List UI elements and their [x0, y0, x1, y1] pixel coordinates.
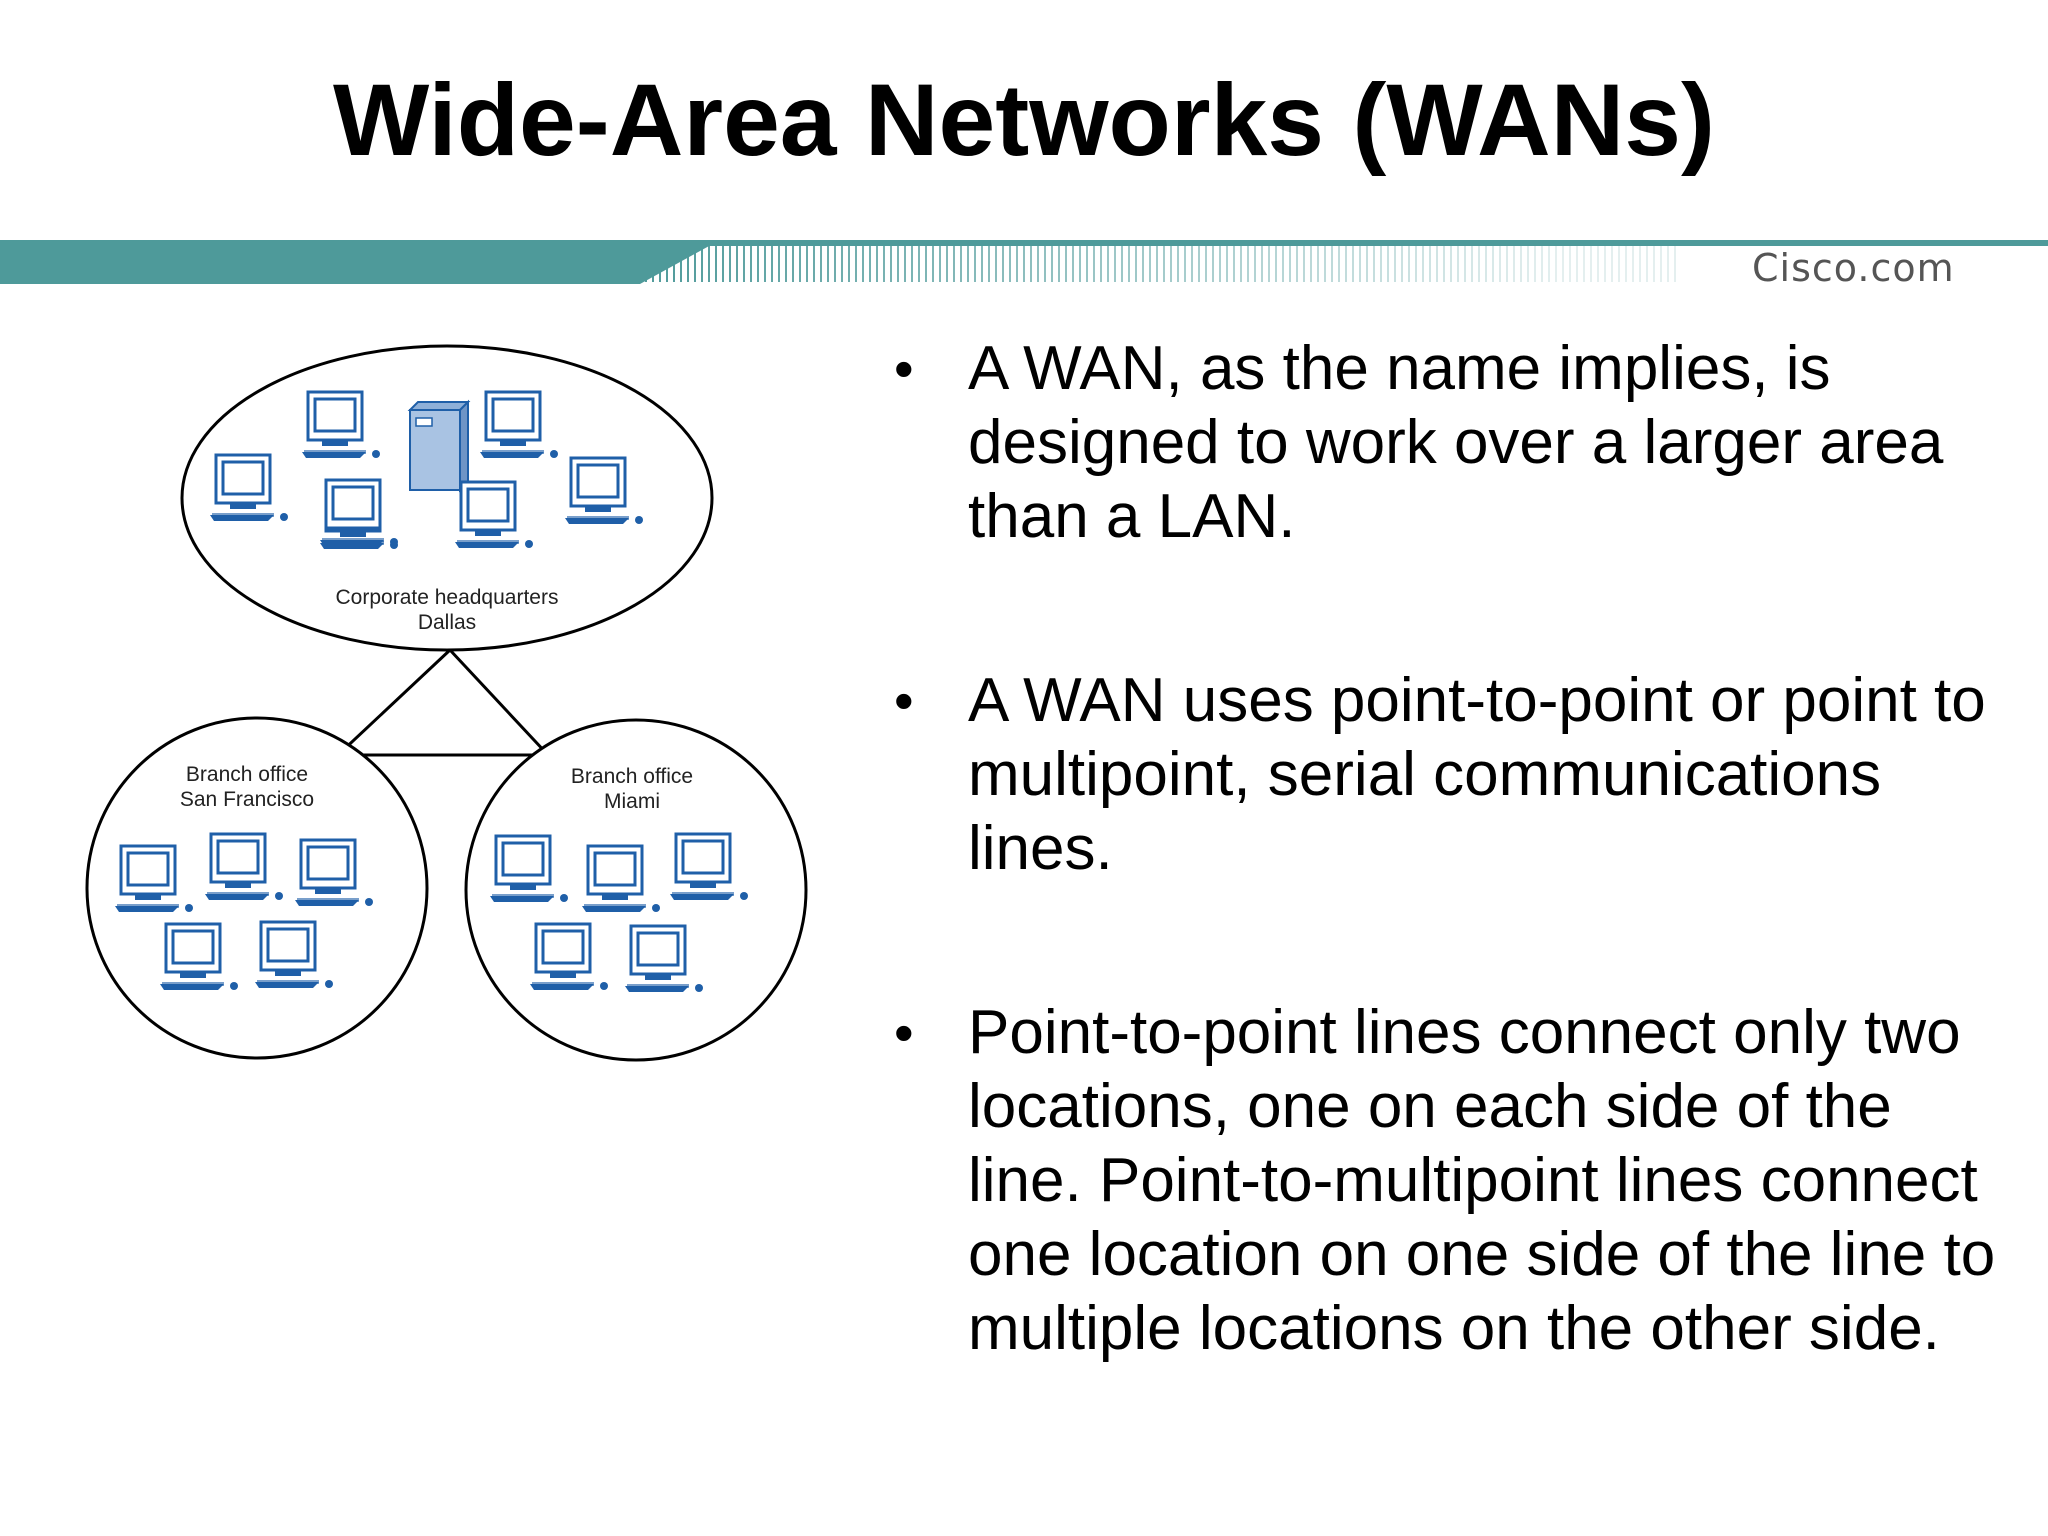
computer-icon [295, 838, 373, 906]
computer-icon [625, 924, 703, 992]
computer-icon [320, 478, 398, 546]
site-sf-label-2: San Francisco [180, 788, 314, 811]
bullet-item: • A WAN, as the name implies, is designe… [880, 332, 2010, 554]
computer-icon [302, 390, 380, 458]
site-hq-label-1: Corporate headquarters [336, 586, 559, 609]
header-bar-hatch [624, 246, 1676, 282]
computer-icon [480, 390, 558, 458]
server-icon [407, 399, 471, 493]
wan-links [336, 648, 550, 757]
computer-icon [210, 453, 288, 521]
computer-icon [255, 920, 333, 988]
computer-icon [115, 844, 193, 912]
bullet-marker: • [894, 669, 914, 732]
sf-devices [115, 832, 373, 990]
slide-title: Wide-Area Networks (WANs) [333, 63, 1715, 177]
computer-icon [670, 832, 748, 900]
site-hq-label-2: Dallas [418, 611, 476, 634]
bullet-text: Point-to-point lines connect only two lo… [968, 998, 1996, 1363]
bullet-text: A WAN uses point-to-point or point to mu… [968, 666, 1986, 883]
computer-icon [490, 834, 568, 902]
bullet-marker: • [894, 337, 914, 400]
bullet-marker: • [894, 1001, 914, 1064]
hq-devices [210, 390, 643, 549]
site-sf: Branch office San Francisco [85, 716, 429, 1060]
link-hq-miami [448, 648, 550, 757]
wan-diagram: Corporate headquarters Dallas Branch off… [85, 344, 808, 1062]
miami-devices [490, 832, 748, 992]
header-bar-solid [0, 240, 640, 284]
computer-icon [565, 456, 643, 524]
computer-icon [205, 832, 283, 900]
bullet-list: • A WAN, as the name implies, is designe… [880, 332, 2010, 1476]
computer-icon [582, 844, 660, 912]
header-bar-line [620, 240, 2048, 246]
bullet-text: A WAN, as the name implies, is designed … [968, 334, 1944, 551]
computer-icon [160, 922, 238, 990]
site-miami: Branch office Miami [464, 718, 808, 1062]
computer-icon [530, 922, 608, 990]
computer-icon [455, 480, 533, 548]
bullet-item: • A WAN uses point-to-point or point to … [880, 664, 2010, 886]
site-hq: Corporate headquarters Dallas [180, 344, 714, 652]
site-miami-label-2: Miami [604, 790, 660, 813]
bullet-item: • Point-to-point lines connect only two … [880, 996, 2010, 1366]
site-sf-label-1: Branch office [186, 763, 308, 786]
link-hq-sf [336, 648, 452, 757]
site-miami-label-1: Branch office [571, 765, 693, 788]
brand-logo-text: Cisco.com [1752, 246, 1955, 290]
header-bar [0, 240, 2048, 284]
